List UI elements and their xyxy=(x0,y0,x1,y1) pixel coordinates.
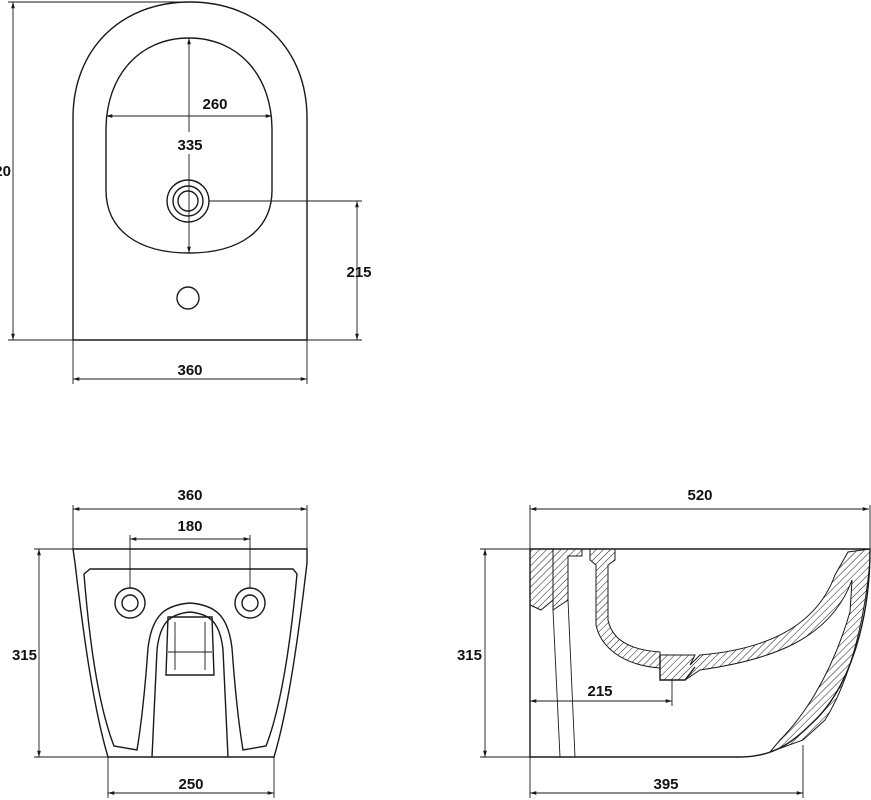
top-view-outline xyxy=(72,1,308,341)
front-view-inner-frame xyxy=(83,568,298,751)
dim-front-overall-width: 360 xyxy=(177,487,202,504)
top-view: 520 260 335 215 360 xyxy=(0,1,372,384)
dim-front-bolt-spacing: 180 xyxy=(177,518,202,535)
dim-top-outlet-to-back: 215 xyxy=(346,264,371,281)
dim-top-overall-length: 520 xyxy=(0,163,11,180)
side-view-bowl-section xyxy=(589,548,871,754)
dim-top-bowl-length: 335 xyxy=(177,137,202,154)
dim-front-height: 315 xyxy=(12,647,37,664)
front-view: 360 180 315 250 xyxy=(12,487,308,798)
dim-side-overall-length: 520 xyxy=(687,487,712,504)
front-view-bolt-left-inner xyxy=(121,594,139,612)
front-view-opening xyxy=(151,611,229,758)
dim-side-outlet-distance: 215 xyxy=(587,683,612,700)
side-view: 520 315 215 395 xyxy=(457,487,871,798)
top-view-tap-hole xyxy=(176,286,200,310)
front-view-outline xyxy=(72,548,308,758)
dim-top-bowl-width: 260 xyxy=(202,96,227,113)
dim-side-base-length: 395 xyxy=(653,776,678,793)
front-view-bolt-left-outer xyxy=(114,587,146,619)
dim-side-height: 315 xyxy=(457,647,482,664)
dim-top-overall-width: 360 xyxy=(177,362,202,379)
front-view-drain xyxy=(165,616,215,676)
dim-front-base-width: 250 xyxy=(178,776,203,793)
side-view-rear-section xyxy=(552,548,583,611)
top-view-outlet-inner xyxy=(177,190,199,212)
front-view-bolt-right-outer xyxy=(234,587,266,619)
side-view-outlet xyxy=(659,655,696,681)
front-view-bolt-right-inner xyxy=(241,594,259,612)
top-view-bowl xyxy=(105,37,273,254)
side-view-back-wall xyxy=(529,548,554,611)
